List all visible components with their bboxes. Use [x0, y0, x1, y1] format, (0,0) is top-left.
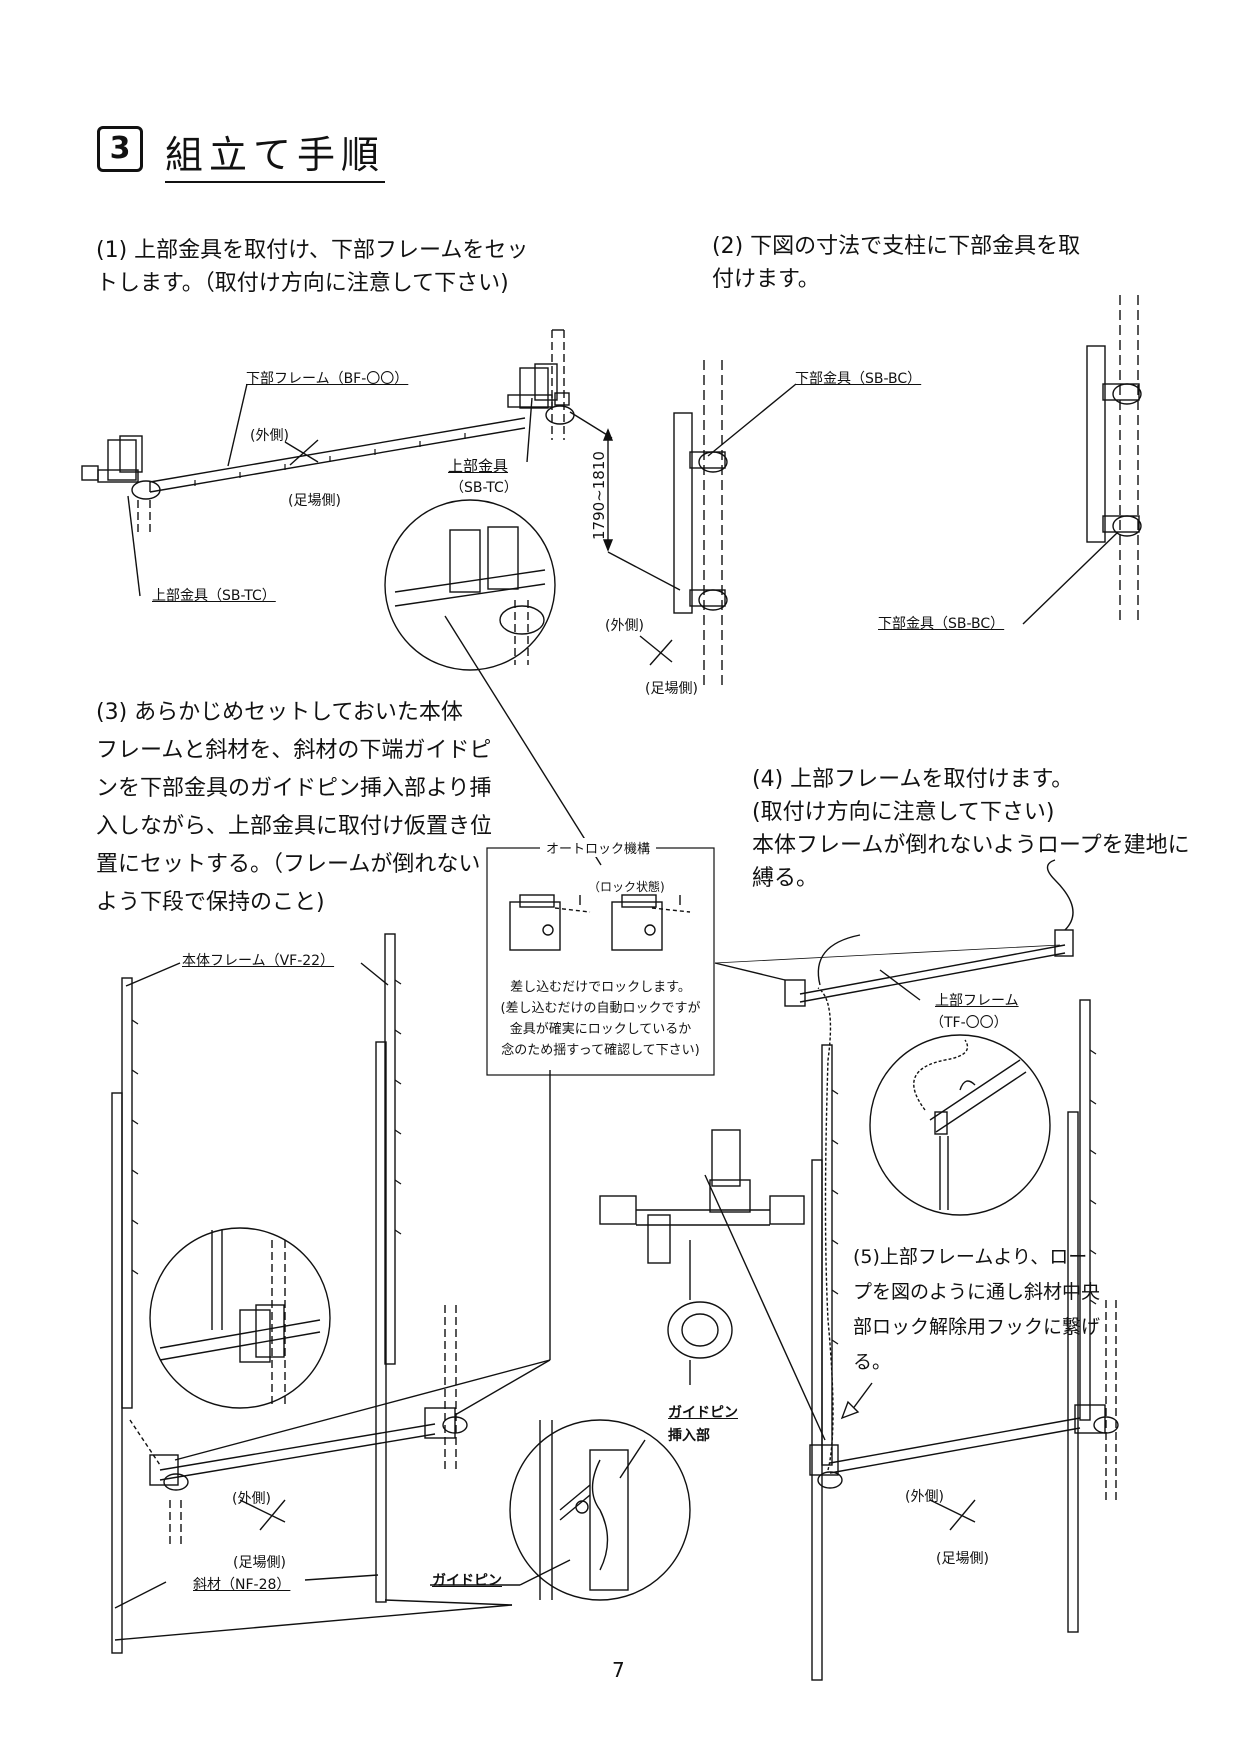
scaffold-side-label-1: (足場側): [288, 493, 341, 509]
page-number: 7: [612, 1658, 625, 1682]
outer-side-label-1: (外側): [250, 428, 289, 444]
detail-circle-2: [149, 1227, 331, 1409]
detail-circle-3: [509, 1419, 691, 1601]
autolock-drawing: [509, 894, 691, 951]
diagonal-label: 斜材（NF-28）: [193, 1577, 291, 1593]
scaffold-side-label-2: (足場側): [645, 681, 698, 697]
upper-fitting-code-1: （SB-TC）: [450, 480, 518, 496]
step-3-text: (3) あらかじめセットしておいた本体 フレームと斜材を、斜材の下端ガイドピ ン…: [96, 700, 493, 915]
upper-frame-code: （TF-〇〇）: [930, 1015, 1008, 1031]
step-2-text: (2) 下図の寸法で支柱に下部金具を取 付けます。: [712, 234, 1081, 292]
section-title: 組立て手順: [165, 124, 386, 183]
autolock-note: 差し込むだけでロックします。 (差し込むだけの自動ロックですが 金具が確実にロッ…: [500, 980, 701, 1058]
center-mechanism: [599, 1129, 826, 1441]
lower-fitting-label-2: 下部金具（SB-BC）: [878, 616, 1005, 632]
autolock-title: オートロック機構: [540, 838, 657, 857]
dimension-label: 1790~1810: [590, 451, 608, 540]
guide-pin-label: ガイドピン: [432, 1573, 502, 1589]
scaffold-side-label-4: (足場側): [936, 1551, 989, 1567]
outer-side-label-3: (外側): [232, 1491, 271, 1507]
figure-4-upper-frame: [714, 859, 1119, 1681]
upper-fitting-label-2: 上部金具（SB-TC）: [152, 588, 276, 604]
upper-fitting-label-1: 上部金具: [448, 457, 509, 475]
autolock-lock-state: （ロック状態): [588, 880, 665, 894]
detail-circle-1: [384, 499, 602, 866]
scaffold-side-label-3: (足場側): [233, 1555, 286, 1571]
lower-fitting-label-1: 下部金具（SB-BC）: [795, 371, 922, 387]
figure-1-lower-frame: [81, 329, 681, 597]
outer-side-label-4: (外側): [905, 1489, 944, 1505]
step-4-text: (4) 上部フレームを取付けます。 (取付け方向に注意して下さい) 本体フレーム…: [752, 767, 1190, 891]
detail-circle-4: [869, 1034, 1051, 1216]
guide-pin-insert-label: ガイドピン: [668, 1405, 738, 1421]
figure-3-main-frame: [111, 933, 571, 1654]
bottom-frame-label: 下部フレーム（BF-〇〇）: [246, 371, 409, 387]
step-1-text: (1) 上部金具を取付け、下部フレームをセッ トします。（取付け方向に注意して下…: [96, 238, 529, 296]
guide-pin-insert-label-2: 挿入部: [668, 1428, 710, 1444]
figure-2-lower-fitting: [639, 295, 1142, 688]
upper-frame-label: 上部フレーム: [935, 993, 1019, 1009]
main-frame-label: 本体フレーム（VF-22）: [182, 953, 335, 969]
step-5-text: (5)上部フレームより、ロー プを図のように通し斜材中央 部ロック解除用フックに…: [853, 1246, 1101, 1373]
outer-side-label-2: (外側): [605, 618, 644, 634]
section-number: 3: [97, 126, 143, 172]
